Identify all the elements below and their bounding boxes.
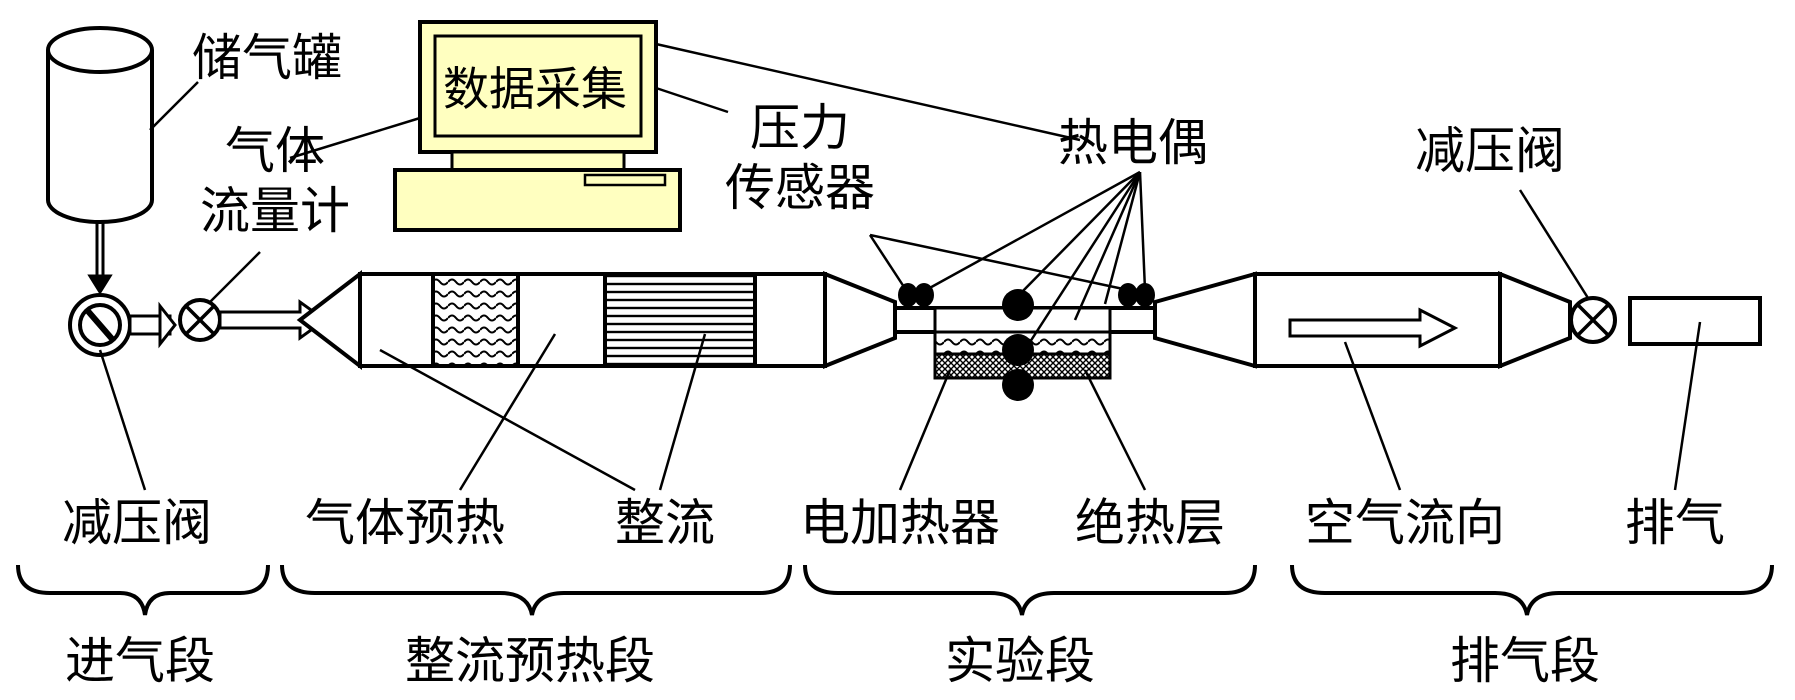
airflow-arrow bbox=[1288, 307, 1459, 349]
data-acquisition-label: 数据采集 bbox=[443, 62, 627, 116]
monitor-screen bbox=[433, 34, 643, 138]
intake-reducing-valve bbox=[68, 293, 132, 357]
exhaust-leaders bbox=[98, 189, 1702, 491]
exhaust-outlet bbox=[1628, 296, 1762, 346]
pressure-sensor-label-line2: 传感器 bbox=[725, 159, 875, 217]
computer-cables bbox=[289, 42, 1081, 160]
flow-straightener-label: 整流 bbox=[615, 494, 715, 552]
storage-tank bbox=[46, 26, 154, 224]
brace-experiment bbox=[803, 564, 1257, 616]
reducing-valve-top-label: 减压阀 bbox=[1415, 122, 1565, 180]
exhaust-reducing-valve bbox=[1569, 296, 1617, 344]
airflow-direction-label: 空气流向 bbox=[1305, 494, 1505, 552]
flowmeter-label-line1: 气体 bbox=[225, 122, 325, 180]
exhaust-label: 排气 bbox=[1625, 494, 1725, 552]
wire-mesh-block bbox=[431, 272, 520, 368]
honeycomb-block bbox=[603, 272, 757, 368]
flowmeter-label-line2: 流量计 bbox=[200, 182, 350, 240]
intake-pipe bbox=[128, 301, 177, 349]
pressure-sensor-label-line1: 压力 bbox=[750, 99, 850, 157]
preheat-straightener-section bbox=[296, 269, 897, 371]
data-acquisition-computer bbox=[393, 20, 682, 232]
section-exhaust-label: 排气段 bbox=[1450, 632, 1600, 690]
gas-preheat-label: 气体预热 bbox=[305, 494, 505, 552]
monitor-stand bbox=[450, 150, 626, 172]
tank-outlet-arrow bbox=[87, 222, 113, 295]
section-preheat-label: 整流预热段 bbox=[405, 632, 655, 690]
brace-intake bbox=[16, 564, 270, 616]
section-braces bbox=[16, 564, 1774, 616]
electric-heater-label: 电加热器 bbox=[800, 494, 1000, 552]
section-intake-label: 进气段 bbox=[65, 632, 215, 690]
preheat-leaders bbox=[379, 333, 707, 492]
brace-preheat bbox=[280, 564, 792, 616]
gas-flowmeter bbox=[178, 298, 222, 342]
reducing-valve-bottom-label: 减压阀 bbox=[62, 494, 212, 552]
thermocouple-label: 热电偶 bbox=[1058, 114, 1208, 172]
experiment-section bbox=[893, 283, 1157, 401]
section-experiment-label: 实验段 bbox=[945, 632, 1095, 690]
flowmeter-leader bbox=[209, 251, 261, 303]
disk-drive-slot bbox=[583, 173, 667, 187]
brace-exhaust bbox=[1290, 564, 1774, 616]
storage-tank-label: 储气罐 bbox=[192, 29, 342, 87]
experiment-leaders bbox=[868, 170, 1147, 491]
insulation-layer-label: 绝热层 bbox=[1075, 494, 1225, 552]
storage-tank-leader bbox=[149, 81, 199, 131]
